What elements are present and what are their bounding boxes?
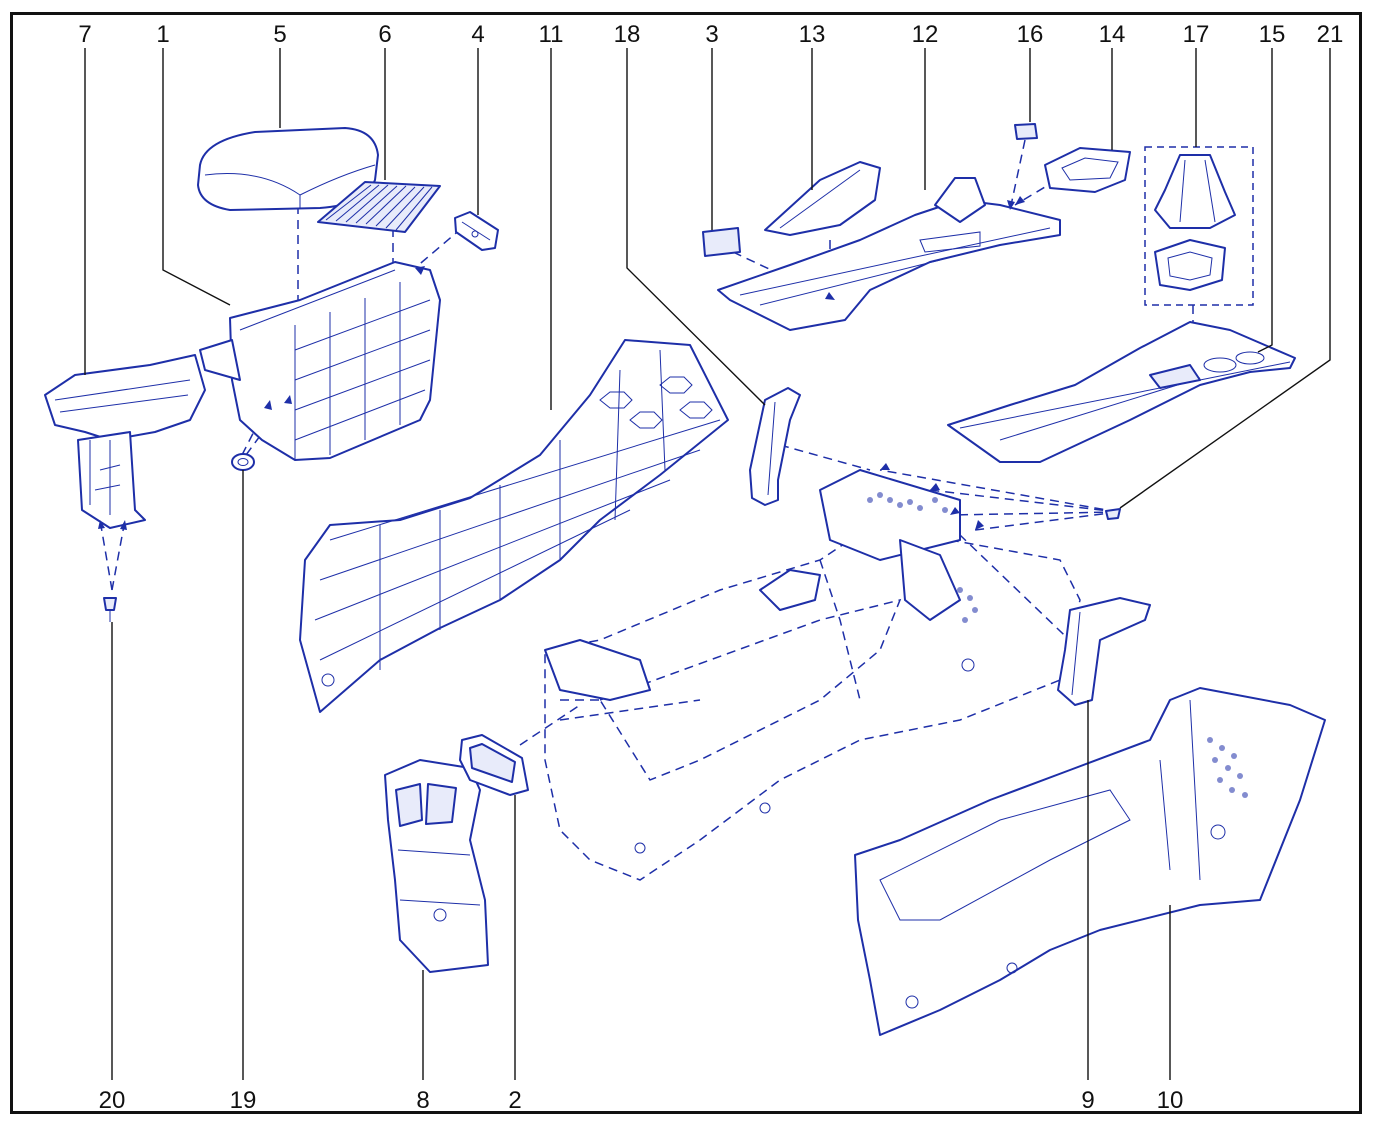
console-base-assembly (544, 469, 1081, 881)
callout-4: 4 (471, 21, 484, 48)
callout-14: 14 (1099, 21, 1126, 48)
part-4-latch (454, 211, 499, 251)
arrowheads (98, 196, 1025, 530)
part-2-rear-outlet (459, 734, 529, 796)
part-5-armrest-lid (197, 127, 379, 211)
part-7-bracket (44, 354, 206, 529)
callout-19: 19 (230, 1087, 257, 1114)
callout-13: 13 (799, 21, 826, 48)
callout-21: 21 (1317, 21, 1344, 48)
part-9-side-trim (1057, 597, 1151, 706)
part-15-lower-console-plate (947, 321, 1296, 463)
leader-lines (84, 48, 1331, 1080)
part-21-screw (1105, 508, 1121, 520)
callouts-top: 7 1 5 6 4 11 18 3 13 12 16 14 17 15 21 (78, 21, 1343, 48)
callout-8: 8 (416, 1087, 429, 1114)
callout-18: 18 (614, 21, 641, 48)
part-14-trim-ring (1044, 147, 1131, 193)
callout-11: 11 (539, 21, 564, 48)
callout-5: 5 (273, 21, 286, 48)
callout-3: 3 (705, 21, 718, 48)
callout-15: 15 (1259, 21, 1286, 48)
part-8-rear-vent-trim (384, 759, 489, 973)
part-3-switch (702, 227, 741, 257)
part-13-cover (764, 161, 881, 236)
part-1-armrest-bin (199, 261, 441, 461)
callout-12: 12 (912, 21, 939, 48)
part-16-clip (1014, 123, 1038, 140)
callouts-bottom: 20 19 8 2 9 10 (99, 1087, 1184, 1114)
callout-6: 6 (378, 21, 391, 48)
part-20-screw (103, 597, 117, 622)
part-19-plug (231, 453, 255, 471)
callout-16: 16 (1017, 21, 1044, 48)
callout-2: 2 (508, 1087, 521, 1114)
part-17-shift-boot-assembly (1144, 146, 1254, 306)
part-6-lid-liner (317, 181, 441, 233)
part-11-left-side-panel (299, 339, 729, 713)
callout-20: 20 (99, 1087, 126, 1114)
callout-9: 9 (1081, 1087, 1094, 1114)
diagram-frame (10, 12, 1362, 1114)
callout-17: 17 (1183, 21, 1210, 48)
callout-10: 10 (1157, 1087, 1184, 1114)
part-12-upper-trim-plate (717, 177, 1061, 331)
callout-7: 7 (78, 21, 91, 48)
part-18-trim-strip (749, 387, 801, 506)
part-10-right-side-panel (854, 687, 1326, 1036)
callout-1: 1 (156, 21, 169, 48)
